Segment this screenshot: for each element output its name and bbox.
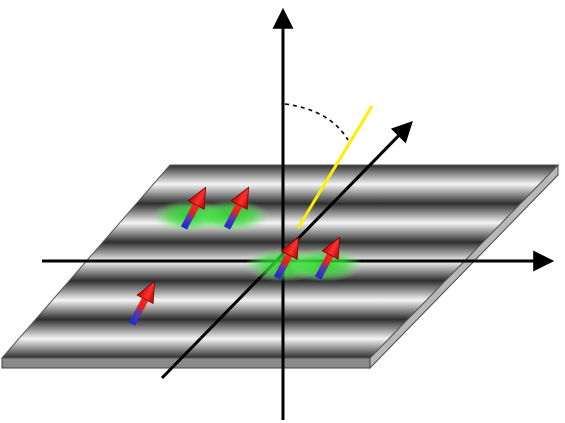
spin-arrow-icon — [273, 236, 300, 280]
plate-edge — [1, 357, 371, 369]
spin-arrow-icon — [314, 236, 341, 280]
spin-arrow-icon — [128, 280, 155, 326]
incident-beam — [296, 105, 374, 229]
angle-arc — [284, 103, 349, 141]
spin-arrow-icon — [180, 186, 207, 230]
spin-arrow-icon — [223, 186, 250, 230]
